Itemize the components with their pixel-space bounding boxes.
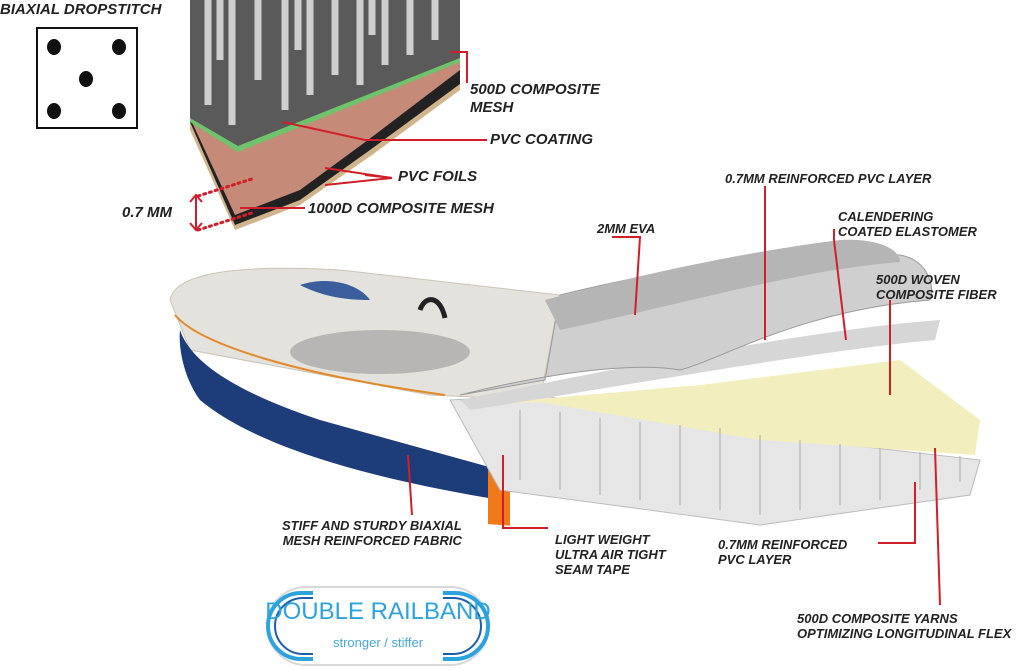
badge-subtitle: stronger / stiffer [332,635,424,650]
label-1000d-composite-mesh: 1000D COMPOSITE MESH [308,200,494,217]
label-line: 500D COMPOSITE [470,81,601,98]
label-yarns: 500D COMPOSITE YARNS OPTIMIZING LONGITUD… [797,611,1011,641]
label-elastomer: CALENDERING COATED ELASTOMER [838,209,977,239]
railband-frame-icon [266,586,490,666]
label-line: STIFF AND STURDY BIAXIAL [282,518,462,533]
leader-lines [240,51,941,606]
label-woven-fiber: 500D WOVEN COMPOSITE FIBER [876,272,997,302]
label-line: ULTRA AIR TIGHT [555,547,666,562]
paddle-board-cutaway [169,239,981,526]
label-pvc-foils: PVC FOILS [398,168,478,185]
label-bottom-pvc-layer: 0.7MM REINFORCED PVC LAYER [718,537,847,567]
label-eva: 2MM EVA [597,221,656,236]
label-pvc-coating: PVC COATING [490,131,594,148]
label-line: PVC LAYER [718,552,792,567]
label-line: OPTIMIZING LONGITUDINAL FLEX [797,626,1012,641]
label-500d-composite-mesh: 500D COMPOSITE MESH [470,81,600,117]
label-line: MESH [470,99,514,116]
label-line: 500D COMPOSITE YARNS [797,611,958,626]
label-thickness: 0.7 MM [122,204,173,221]
label-line: LIGHT WEIGHT [555,532,650,547]
label-line: MESH REINFORCED FABRIC [282,533,462,548]
double-railband-badge: DOUBLE RAILBAND stronger / stiffer [265,585,491,667]
thickness-arrow-icon [189,193,203,232]
label-top-pvc-layer: 0.7MM REINFORCED PVC LAYER [725,171,932,186]
label-line: 0.7MM REINFORCED [718,537,848,552]
label-line: CALENDERING [838,209,934,224]
label-line: COMPOSITE FIBER [876,287,997,302]
biaxial-dropstitch-title: BIAXIAL DROPSTITCH [0,1,162,18]
label-line: 500D WOVEN [876,272,960,287]
label-seam-tape: LIGHT WEIGHT ULTRA AIR TIGHT SEAM TAPE [555,532,666,577]
label-line: SEAM TAPE [555,562,630,577]
mesh-cross-section [190,0,460,230]
label-rail-fabric: STIFF AND STURDY BIAXIAL MESH REINFORCED… [282,518,462,548]
dropstitch-pattern-icon [36,27,138,129]
label-line: COATED ELASTOMER [838,224,977,239]
badge-title: DOUBLE RAILBAND [265,598,491,625]
